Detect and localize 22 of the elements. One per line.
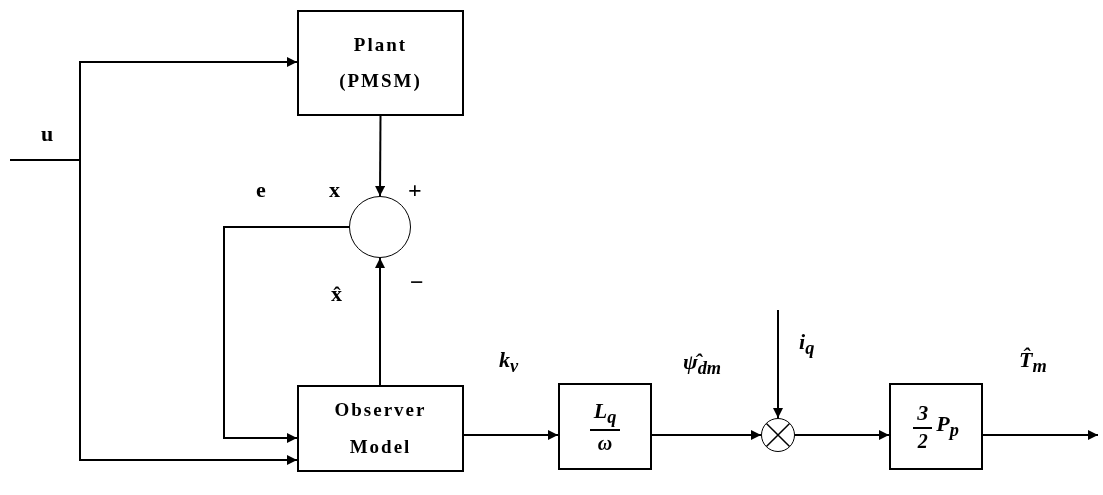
arrow <box>651 430 762 440</box>
block <box>297 10 464 116</box>
arrow <box>375 257 385 386</box>
arrow <box>223 226 350 443</box>
gain-term: P$_{p}$ <box>936 411 959 442</box>
block <box>889 383 983 470</box>
arrow <box>463 430 559 440</box>
arrow <box>773 309 783 419</box>
fraction-numerator: L$_{q}$ <box>589 397 621 432</box>
arrow <box>794 430 890 440</box>
sign-label: − <box>410 270 424 294</box>
sign-label: + <box>408 178 422 202</box>
block <box>297 385 464 472</box>
arrow <box>982 430 1099 440</box>
block <box>558 383 652 470</box>
arrow <box>375 115 386 197</box>
arrow <box>9 159 298 465</box>
fraction-numerator: 3 <box>913 400 933 429</box>
block-label: Plant (PMSM) <box>338 32 423 93</box>
fraction-denominator: ω <box>597 431 613 456</box>
block-label: Observer Model <box>333 398 428 459</box>
fraction-denominator: 2 <box>917 428 928 453</box>
